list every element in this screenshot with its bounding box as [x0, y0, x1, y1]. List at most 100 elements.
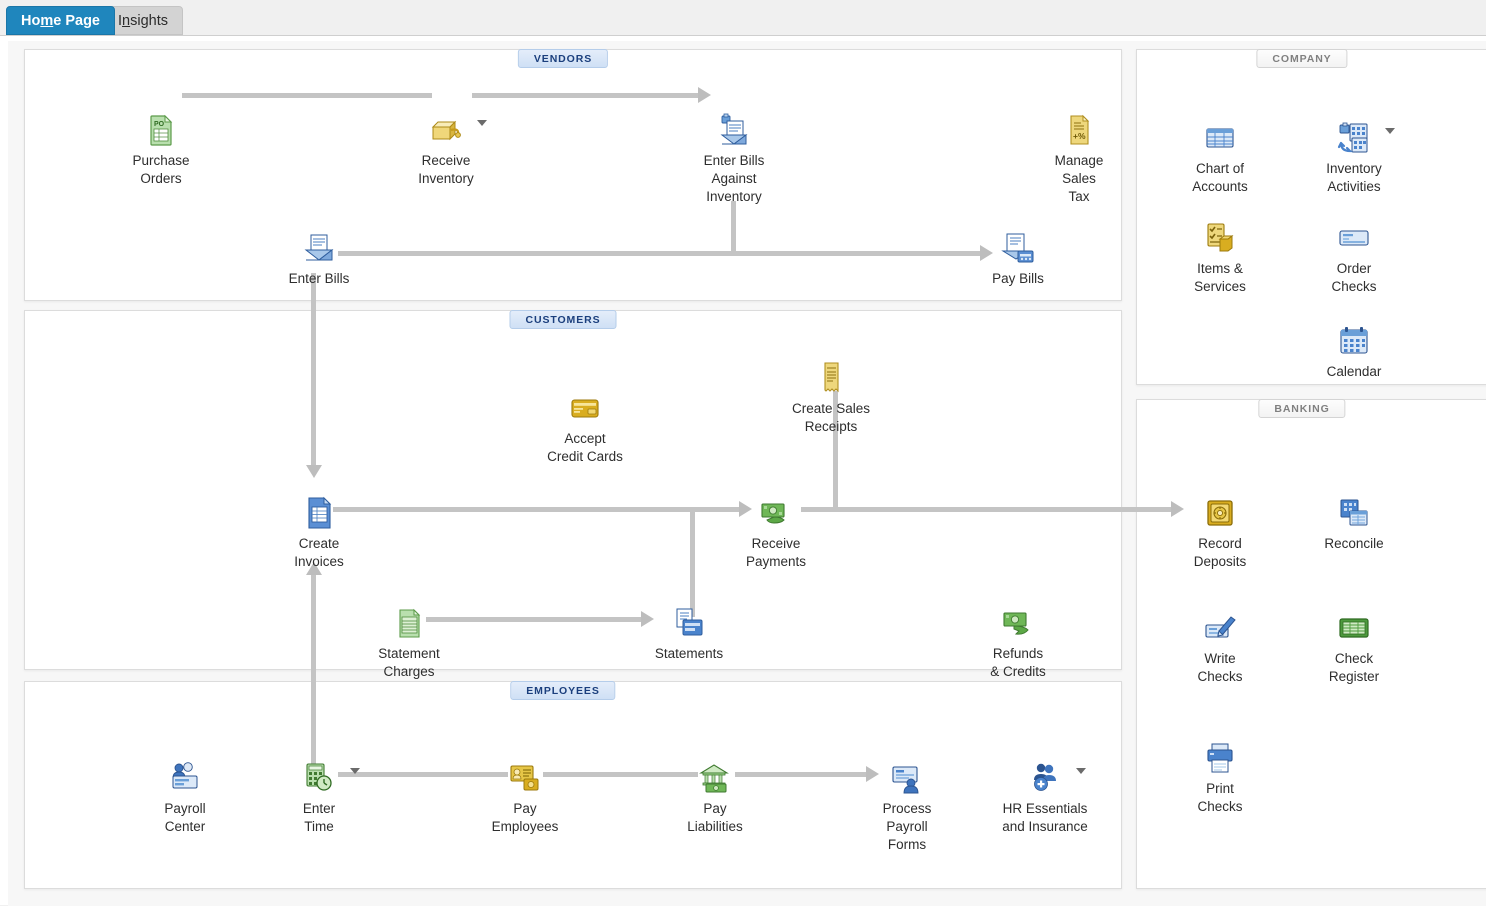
connector-statements-up	[690, 507, 695, 617]
item-calendar-label: Calendar	[1326, 364, 1382, 379]
arrowhead-to-pay-bills	[980, 245, 993, 261]
connector-enter-bills-to-pay-bills	[338, 251, 984, 256]
statements-icon	[672, 606, 706, 640]
create-invoices-icon	[302, 496, 336, 530]
tab-insights-label: Insights	[118, 12, 168, 29]
workflow-canvas: VENDORS CUSTOMERS EMPLOYEES COMPANY BANK…	[8, 41, 1486, 906]
credit-card-icon	[568, 391, 602, 425]
payroll-forms-icon	[890, 761, 924, 795]
connector-time-to-pay-employees	[338, 772, 508, 777]
item-process-payroll-forms[interactable]: Process Payroll Forms	[842, 761, 972, 854]
item-print-checks[interactable]: Print Checks	[1155, 741, 1285, 816]
connector-ebai-down	[731, 201, 736, 254]
item-statement-charges[interactable]: Statement Charges	[344, 606, 474, 681]
manage-sales-tax-icon: +%	[1062, 113, 1096, 147]
arrowhead-to-ebai	[698, 87, 711, 103]
item-chart-of-accounts-label: Chart of Accounts	[1192, 161, 1248, 194]
tab-insights[interactable]: Insights	[103, 6, 183, 35]
item-pay-employees[interactable]: Pay Employees	[460, 761, 590, 836]
hr-essentials-icon	[1028, 761, 1062, 795]
chevron-down-icon[interactable]	[1076, 768, 1086, 774]
item-enter-time-label: Enter Time	[302, 801, 336, 834]
chevron-down-icon[interactable]	[477, 120, 487, 126]
item-purchase-orders[interactable]: PO Purchase Orders	[96, 113, 226, 188]
connector-sales-receipts-down	[833, 391, 838, 510]
connector-enter-time-up	[311, 571, 316, 771]
item-check-register[interactable]: Check Register	[1289, 611, 1419, 686]
panel-customers	[24, 310, 1122, 670]
item-items-services[interactable]: Items & Services	[1155, 221, 1285, 296]
arrowhead-to-receive-payments	[739, 501, 752, 517]
item-create-sales-receipts[interactable]: Create Sales Receipts	[766, 361, 896, 436]
arrowhead-to-create-invoices	[306, 465, 322, 478]
chevron-down-icon[interactable]	[1385, 128, 1395, 134]
print-checks-icon	[1203, 741, 1237, 775]
connector-liabilities-to-forms	[735, 772, 870, 777]
section-badge-banking: BANKING	[1258, 399, 1346, 418]
receive-inventory-icon	[429, 113, 463, 147]
arrowhead-to-record-deposits	[1171, 501, 1184, 517]
reconcile-icon	[1337, 496, 1371, 530]
refunds-credits-icon	[1001, 606, 1035, 640]
panel-employees	[24, 681, 1122, 889]
chart-of-accounts-icon	[1203, 121, 1237, 155]
connector-enter-bills-down	[311, 273, 316, 467]
item-hr-essentials-insurance[interactable]: HR Essentials and Insurance	[980, 761, 1110, 836]
item-inventory-activities-label: Inventory Activities	[1326, 161, 1382, 194]
enter-bills-icon	[302, 231, 336, 265]
item-items-services-label: Items & Services	[1194, 261, 1246, 294]
item-enter-time[interactable]: Enter Time	[254, 761, 384, 836]
item-create-invoices[interactable]: Create Invoices	[254, 496, 384, 571]
arrowhead-to-statements	[641, 611, 654, 627]
arrowhead-to-payroll-forms	[866, 766, 879, 782]
item-order-checks[interactable]: Order Checks	[1289, 221, 1419, 296]
chevron-down-icon[interactable]	[350, 768, 360, 774]
item-record-deposits-label: Record Deposits	[1193, 536, 1247, 569]
item-chart-of-accounts[interactable]: Chart of Accounts	[1155, 121, 1285, 196]
item-enter-bills-against-inventory[interactable]: Enter Bills Against Inventory	[669, 113, 799, 206]
section-badge-company: COMPANY	[1256, 49, 1348, 68]
enter-time-icon	[302, 761, 336, 795]
item-pay-employees-label: Pay Employees	[491, 801, 559, 834]
svg-text:PO: PO	[154, 121, 165, 128]
tab-home-page[interactable]: Home Page	[6, 6, 115, 35]
item-record-deposits[interactable]: Record Deposits	[1155, 496, 1285, 571]
arrowhead-to-create-invoices-from-time	[306, 562, 322, 575]
item-pay-liabilities[interactable]: Pay Liabilities	[650, 761, 780, 836]
item-write-checks[interactable]: Write Checks	[1155, 611, 1285, 686]
item-pay-bills[interactable]: Pay Bills	[953, 231, 1083, 288]
item-reconcile[interactable]: Reconcile	[1289, 496, 1419, 553]
item-receive-payments[interactable]: Receive Payments	[711, 496, 841, 571]
item-print-checks-label: Print Checks	[1197, 781, 1243, 814]
item-inventory-activities[interactable]: Inventory Activities	[1289, 121, 1419, 196]
items-services-icon	[1203, 221, 1237, 255]
item-receive-payments-label: Receive Payments	[745, 536, 807, 569]
item-refunds-credits[interactable]: Refunds & Credits	[953, 606, 1083, 681]
check-register-icon	[1337, 611, 1371, 645]
item-process-payroll-forms-label: Process Payroll Forms	[882, 801, 932, 852]
connector-receive-inventory-to-ebai	[472, 93, 700, 98]
purchase-orders-icon: PO	[144, 113, 178, 147]
enter-bills-against-inventory-icon	[717, 113, 751, 147]
write-checks-icon	[1203, 611, 1237, 645]
statement-charges-icon	[392, 606, 426, 640]
item-payroll-center[interactable]: Payroll Center	[120, 761, 250, 836]
item-enter-bills-label: Enter Bills	[288, 271, 350, 286]
item-accept-credit-cards-label: Accept Credit Cards	[547, 431, 623, 464]
sales-receipt-icon	[814, 361, 848, 395]
pay-employees-icon	[508, 761, 542, 795]
item-statements[interactable]: Statements	[624, 606, 754, 663]
pay-liabilities-icon	[698, 761, 732, 795]
item-accept-credit-cards[interactable]: Accept Credit Cards	[520, 391, 650, 466]
item-statement-charges-label: Statement Charges	[378, 646, 440, 679]
item-receive-inventory[interactable]: Receive Inventory	[381, 113, 511, 188]
item-statements-label: Statements	[654, 646, 724, 661]
item-pay-bills-label: Pay Bills	[992, 271, 1044, 286]
item-manage-sales-tax[interactable]: +% Manage Sales Tax	[1014, 113, 1144, 206]
panel-vendors	[24, 49, 1122, 301]
item-enter-bills[interactable]: Enter Bills	[254, 231, 384, 288]
item-calendar[interactable]: Calendar	[1289, 324, 1419, 381]
section-badge-vendors: VENDORS	[517, 49, 609, 68]
item-enter-bills-against-inventory-label: Enter Bills Against Inventory	[703, 153, 765, 204]
receive-payments-icon	[759, 496, 793, 530]
